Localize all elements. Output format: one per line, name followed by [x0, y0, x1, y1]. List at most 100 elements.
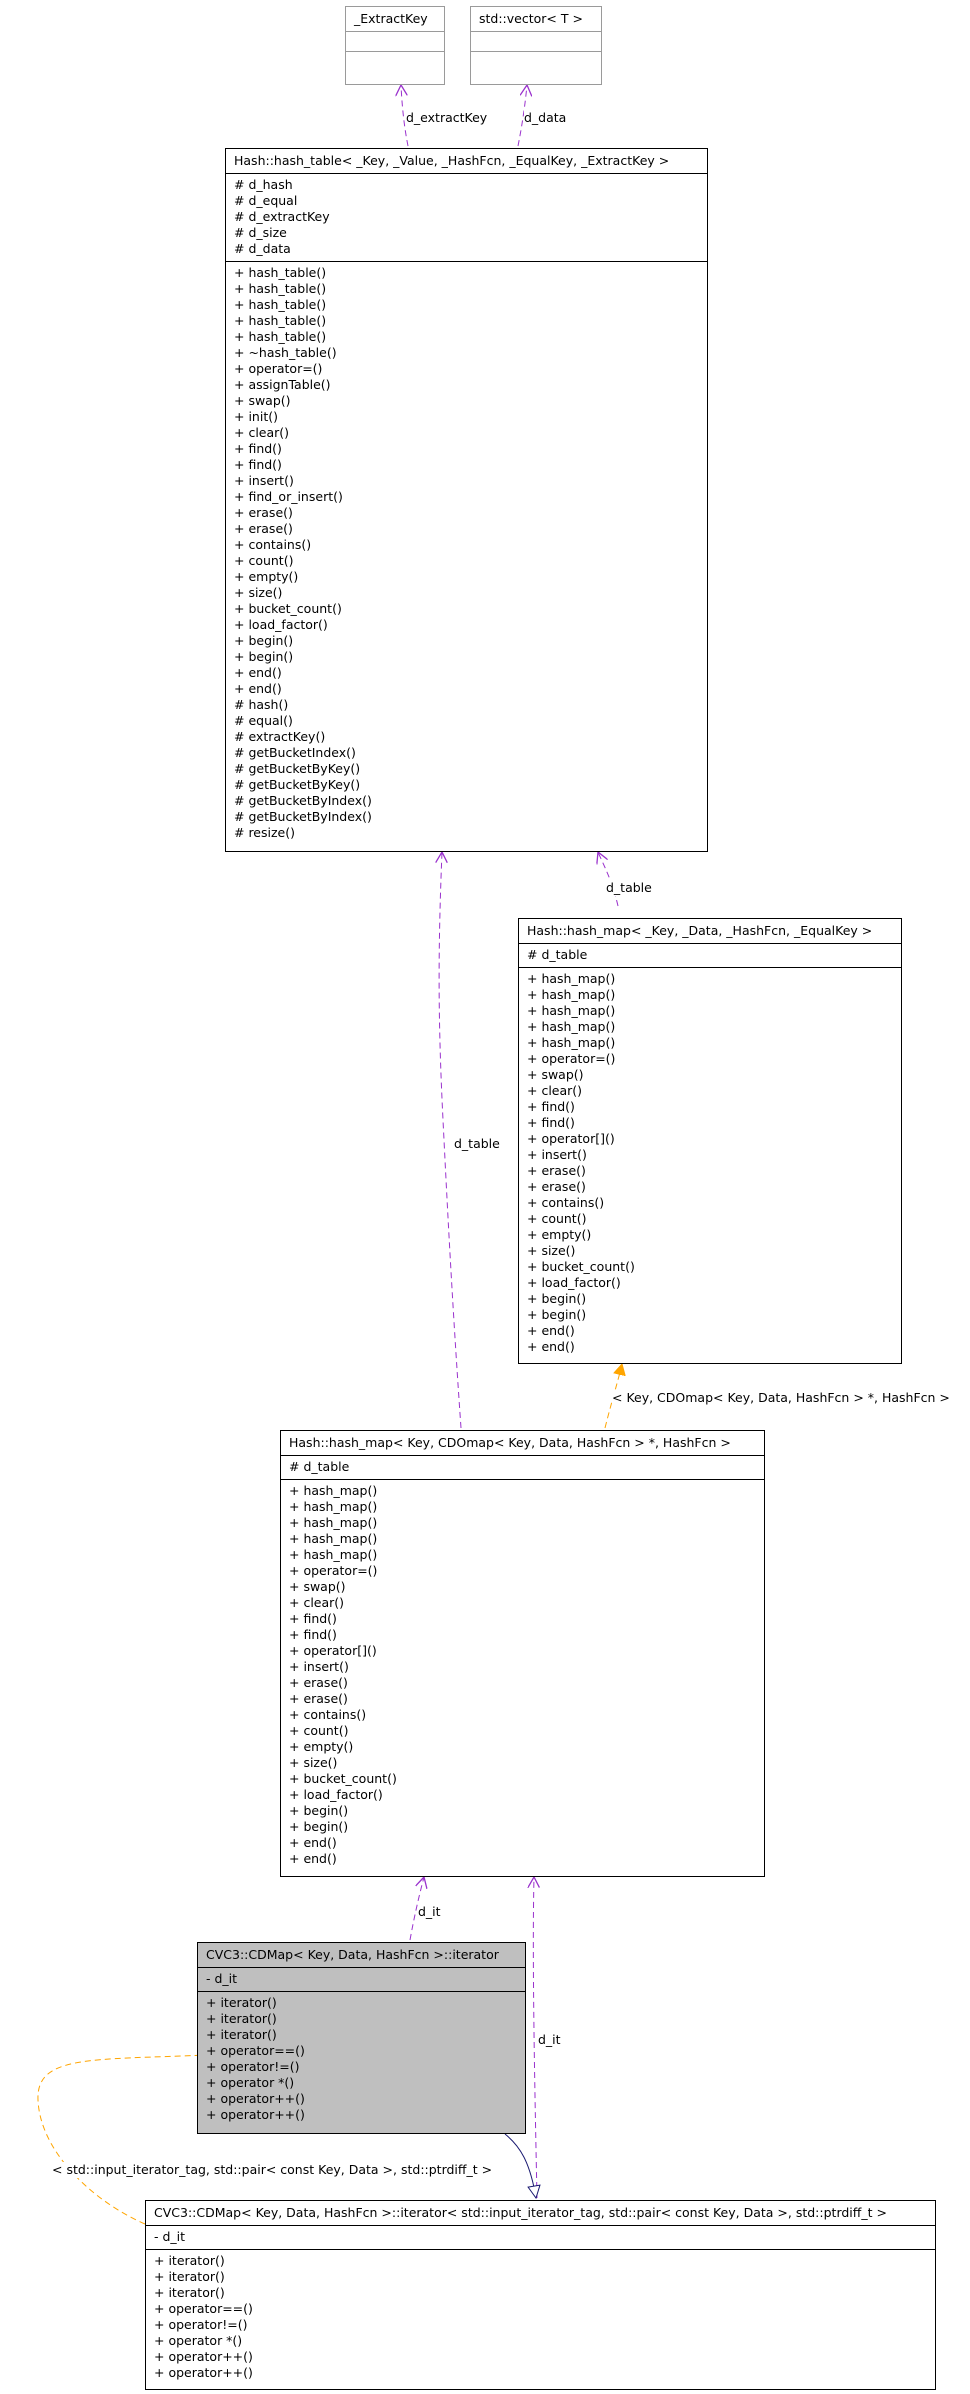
class-attributes — [346, 31, 444, 51]
attribute: # d_table — [289, 1459, 350, 1474]
operation: + begin() — [289, 1819, 349, 1834]
class-attributes: - d_it — [198, 1967, 525, 1991]
operation: + begin() — [289, 1803, 349, 1818]
attribute: # d_hash — [234, 177, 293, 192]
operation: # getBucketIndex() — [234, 745, 356, 760]
operation: + load_factor() — [527, 1275, 621, 1290]
operation: + hash_map() — [527, 1019, 616, 1034]
operation: + find() — [289, 1627, 337, 1642]
operation: + hash_map() — [289, 1499, 378, 1514]
operation: + find() — [234, 457, 282, 472]
edge-d-it-iterator — [409, 1877, 424, 1941]
attribute: # d_data — [234, 241, 291, 256]
class-std-vector[interactable]: std::vector< T > — [470, 6, 602, 85]
operation: # resize() — [234, 825, 295, 840]
operation: + hash_map() — [527, 1035, 616, 1050]
class-attributes — [471, 31, 601, 51]
operation: + hash_map() — [289, 1483, 378, 1498]
operation: + bucket_count() — [234, 601, 342, 616]
operation: + iterator() — [206, 2011, 277, 2026]
operation: + hash_table() — [234, 265, 327, 280]
operation: + find_or_insert() — [234, 489, 343, 504]
edge-label-template-args: < Key, CDOmap< Key, Data, HashFcn > *, H… — [612, 1390, 950, 1406]
operation: + ~hash_table() — [234, 345, 337, 360]
class-hash-table[interactable]: Hash::hash_table< _Key, _Value, _HashFcn… — [225, 148, 708, 852]
operation: + assignTable() — [234, 377, 331, 392]
operation: + operator++() — [154, 2365, 253, 2380]
operation: + swap() — [527, 1067, 584, 1082]
edge-label-d-data: d_data — [524, 110, 567, 126]
attribute: # d_size — [234, 225, 287, 240]
operation: + hash_table() — [234, 297, 327, 312]
class-operations — [471, 51, 601, 71]
operation: + operator=() — [289, 1563, 378, 1578]
operation: + end() — [289, 1835, 337, 1850]
edge-label-d-table-generic: d_table — [606, 880, 652, 896]
edge-label-d-it-base: d_it — [538, 2032, 561, 2048]
operation: + hash_table() — [234, 313, 327, 328]
operation: # equal() — [234, 713, 293, 728]
operation: + end() — [234, 681, 282, 696]
attribute: # d_equal — [234, 193, 298, 208]
attribute: # d_extractKey — [234, 209, 330, 224]
operation: + operator *() — [154, 2333, 243, 2348]
operation: + erase() — [527, 1163, 586, 1178]
attribute: # d_table — [527, 947, 588, 962]
class-attributes: # d_hash # d_equal # d_extractKey # d_si… — [226, 173, 707, 261]
edge-label-iterator-template: < std::input_iterator_tag, std::pair< co… — [52, 2162, 493, 2178]
operation: + load_factor() — [289, 1787, 383, 1802]
operation: + find() — [289, 1611, 337, 1626]
operation: + erase() — [234, 521, 293, 536]
operation: + contains() — [289, 1707, 367, 1722]
operation: + bucket_count() — [289, 1771, 397, 1786]
class-attributes: # d_table — [519, 943, 901, 967]
class-title: Hash::hash_table< _Key, _Value, _HashFcn… — [234, 153, 670, 168]
class-title: Hash::hash_map< Key, CDOmap< Key, Data, … — [289, 1435, 731, 1450]
class-extract-key[interactable]: _ExtractKey — [345, 6, 445, 85]
operation: + empty() — [234, 569, 299, 584]
operation: + erase() — [289, 1691, 348, 1706]
attribute: - d_it — [154, 2229, 186, 2244]
class-hash-map-cdomap[interactable]: Hash::hash_map< Key, CDOmap< Key, Data, … — [280, 1430, 765, 1877]
edge-label-d-it-iterator: d_it — [418, 1904, 441, 1920]
operation: + contains() — [527, 1195, 605, 1210]
operation: + operator++() — [206, 2091, 305, 2106]
operation: + bucket_count() — [527, 1259, 635, 1274]
operation: + end() — [527, 1323, 575, 1338]
class-title: std::vector< T > — [479, 11, 583, 26]
operation: + iterator() — [154, 2253, 225, 2268]
operation: + operator!=() — [154, 2317, 248, 2332]
class-operations: + iterator() + iterator() + iterator() +… — [146, 2249, 935, 2385]
operation: + end() — [234, 665, 282, 680]
class-operations: + hash_map() + hash_map() + hash_map() +… — [519, 967, 901, 1359]
class-cdmap-iterator-base[interactable]: CVC3::CDMap< Key, Data, HashFcn >::itera… — [145, 2200, 936, 2390]
class-title: CVC3::CDMap< Key, Data, HashFcn >::itera… — [206, 1947, 499, 1962]
operation: + clear() — [234, 425, 290, 440]
operation: + find() — [527, 1099, 575, 1114]
operation: + contains() — [234, 537, 312, 552]
class-title: Hash::hash_map< _Key, _Data, _HashFcn, _… — [527, 923, 873, 938]
operation: + find() — [527, 1115, 575, 1130]
operation: + operator==() — [206, 2043, 305, 2058]
operation: + operator[]() — [527, 1131, 615, 1146]
operation: + end() — [289, 1851, 337, 1866]
class-operations: + hash_table() + hash_table() + hash_tab… — [226, 261, 707, 845]
edge-iterator-template — [37, 2055, 208, 2225]
operation: + insert() — [527, 1147, 587, 1162]
operation: + empty() — [527, 1227, 592, 1242]
operation: + iterator() — [154, 2285, 225, 2300]
operation: + operator++() — [154, 2349, 253, 2364]
class-cdmap-iterator[interactable]: CVC3::CDMap< Key, Data, HashFcn >::itera… — [197, 1942, 526, 2134]
operation: + operator==() — [154, 2301, 253, 2316]
edge-d-table-generic — [598, 852, 619, 907]
operation: + iterator() — [206, 2027, 277, 2042]
class-hash-map-generic[interactable]: Hash::hash_map< _Key, _Data, _HashFcn, _… — [518, 918, 902, 1364]
class-operations: + iterator() + iterator() + iterator() +… — [198, 1991, 525, 2127]
operation: + operator *() — [206, 2075, 295, 2090]
edge-label-d-table-cdomap: d_table — [454, 1136, 500, 1152]
operation: + clear() — [527, 1083, 583, 1098]
operation: + hash_map() — [527, 971, 616, 986]
operation: + load_factor() — [234, 617, 328, 632]
operation: # extractKey() — [234, 729, 326, 744]
